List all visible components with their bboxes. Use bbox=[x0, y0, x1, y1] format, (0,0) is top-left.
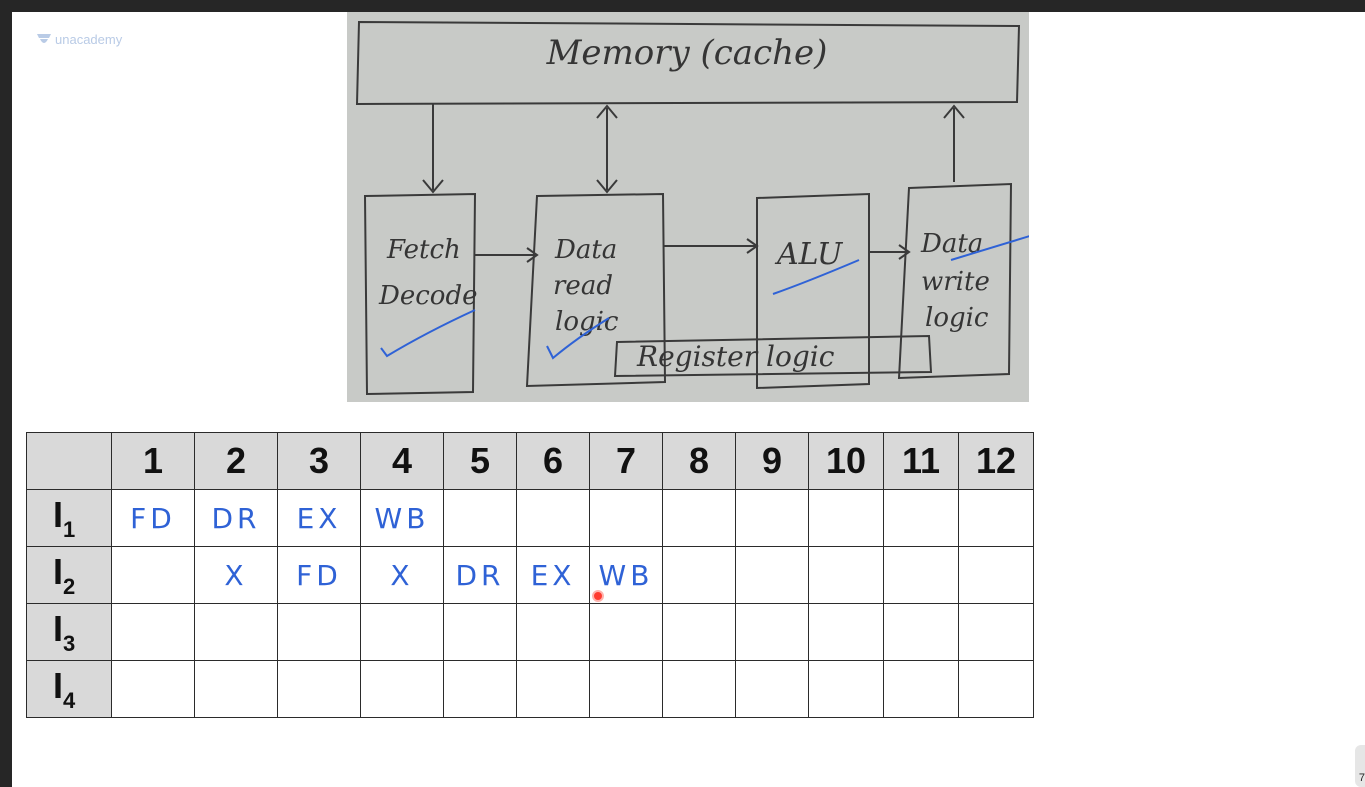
table-cell bbox=[958, 603, 1034, 661]
table-cell bbox=[194, 603, 278, 661]
table-cell bbox=[958, 660, 1034, 718]
corner-cell bbox=[26, 432, 112, 490]
row-label: I3 bbox=[26, 603, 112, 661]
cpu-datapath-diagram: Memory (cache) Fetch Decode Data read lo… bbox=[347, 12, 1029, 402]
col-header: 9 bbox=[735, 432, 809, 490]
row-label: I1 bbox=[26, 489, 112, 547]
row-label: I4 bbox=[26, 660, 112, 718]
col-header: 6 bbox=[516, 432, 590, 490]
table-row: I1 FD DR EX WB bbox=[26, 489, 1034, 547]
table-cell bbox=[958, 546, 1034, 604]
table-cell bbox=[883, 603, 959, 661]
table-cell: DR bbox=[443, 546, 517, 604]
table-cell bbox=[443, 603, 517, 661]
table-cell bbox=[808, 489, 884, 547]
page-number: 7 bbox=[1358, 772, 1365, 784]
pipeline-header-row: 1 2 3 4 5 6 7 8 9 10 11 12 bbox=[26, 432, 1034, 490]
table-cell: EX bbox=[516, 546, 590, 604]
table-cell bbox=[360, 603, 444, 661]
table-cell: X bbox=[360, 546, 444, 604]
table-cell bbox=[360, 660, 444, 718]
table-cell bbox=[883, 546, 959, 604]
table-cell bbox=[735, 603, 809, 661]
memory-label: Memory (cache) bbox=[546, 33, 828, 73]
table-cell: FD bbox=[111, 489, 195, 547]
table-cell bbox=[516, 603, 590, 661]
col-header: 8 bbox=[662, 432, 736, 490]
table-cell bbox=[443, 660, 517, 718]
table-cell bbox=[111, 546, 195, 604]
memory-block bbox=[355, 20, 1021, 106]
col-header: 11 bbox=[883, 432, 959, 490]
table-cell bbox=[735, 489, 809, 547]
brand-name: unacademy bbox=[55, 32, 123, 47]
fetch-decode-block bbox=[363, 192, 477, 396]
table-cell bbox=[883, 660, 959, 718]
alu-label: ALU bbox=[774, 237, 844, 272]
col-header: 2 bbox=[194, 432, 278, 490]
table-cell bbox=[735, 660, 809, 718]
table-cell bbox=[277, 660, 361, 718]
data-read-block bbox=[525, 192, 667, 388]
table-cell bbox=[111, 660, 195, 718]
table-cell: FD bbox=[277, 546, 361, 604]
pipeline-table: 1 2 3 4 5 6 7 8 9 10 11 12 I1 FD DR EX W… bbox=[26, 432, 1034, 718]
table-cell bbox=[808, 603, 884, 661]
row-label: I2 bbox=[26, 546, 112, 604]
col-header: 7 bbox=[589, 432, 663, 490]
slide-canvas: unacademy Memory (cache) Fetch Decode bbox=[12, 12, 1365, 787]
fetch-label-line2: Decode bbox=[378, 281, 477, 311]
data-read-line2: read bbox=[553, 271, 613, 301]
brand-logo: unacademy bbox=[36, 32, 122, 47]
alu-block bbox=[756, 192, 870, 390]
table-cell bbox=[194, 660, 278, 718]
col-header: 12 bbox=[958, 432, 1034, 490]
col-header: 3 bbox=[277, 432, 361, 490]
table-cell: DR bbox=[194, 489, 278, 547]
table-cell bbox=[443, 489, 517, 547]
register-logic-block bbox=[613, 334, 933, 378]
table-cell bbox=[662, 489, 736, 547]
table-cell bbox=[589, 603, 663, 661]
table-cell bbox=[516, 489, 590, 547]
data-write-line1: Data bbox=[920, 229, 983, 259]
table-cell bbox=[662, 546, 736, 604]
unacademy-logo-icon bbox=[37, 33, 51, 43]
data-write-line2: write bbox=[921, 267, 990, 297]
table-cell: X bbox=[194, 546, 278, 604]
table-cell bbox=[111, 603, 195, 661]
table-row: I3 bbox=[26, 603, 1034, 661]
table-cell bbox=[516, 660, 590, 718]
data-write-block bbox=[897, 182, 1013, 380]
register-label: Register logic bbox=[636, 340, 835, 373]
fetch-label-line1: Fetch bbox=[386, 235, 461, 265]
table-cell bbox=[735, 546, 809, 604]
table-cell bbox=[277, 603, 361, 661]
table-cell bbox=[662, 660, 736, 718]
table-cell: WB bbox=[360, 489, 444, 547]
col-header: 4 bbox=[360, 432, 444, 490]
table-cell: EX bbox=[277, 489, 361, 547]
table-row: I4 bbox=[26, 660, 1034, 718]
data-read-line1: Data bbox=[554, 235, 617, 265]
table-cell bbox=[808, 660, 884, 718]
laser-pointer bbox=[592, 590, 604, 602]
table-cell bbox=[808, 546, 884, 604]
table-cell bbox=[883, 489, 959, 547]
table-row: I2 X FD X DR EX WB bbox=[26, 546, 1034, 604]
col-header: 10 bbox=[808, 432, 884, 490]
data-write-line3: logic bbox=[925, 303, 989, 333]
page-scroll-tab[interactable] bbox=[1355, 745, 1365, 787]
table-cell bbox=[589, 660, 663, 718]
ink-annotations bbox=[380, 235, 1029, 360]
table-cell bbox=[662, 603, 736, 661]
table-cell bbox=[589, 489, 663, 547]
col-header: 1 bbox=[111, 432, 195, 490]
table-cell bbox=[958, 489, 1034, 547]
col-header: 5 bbox=[443, 432, 517, 490]
